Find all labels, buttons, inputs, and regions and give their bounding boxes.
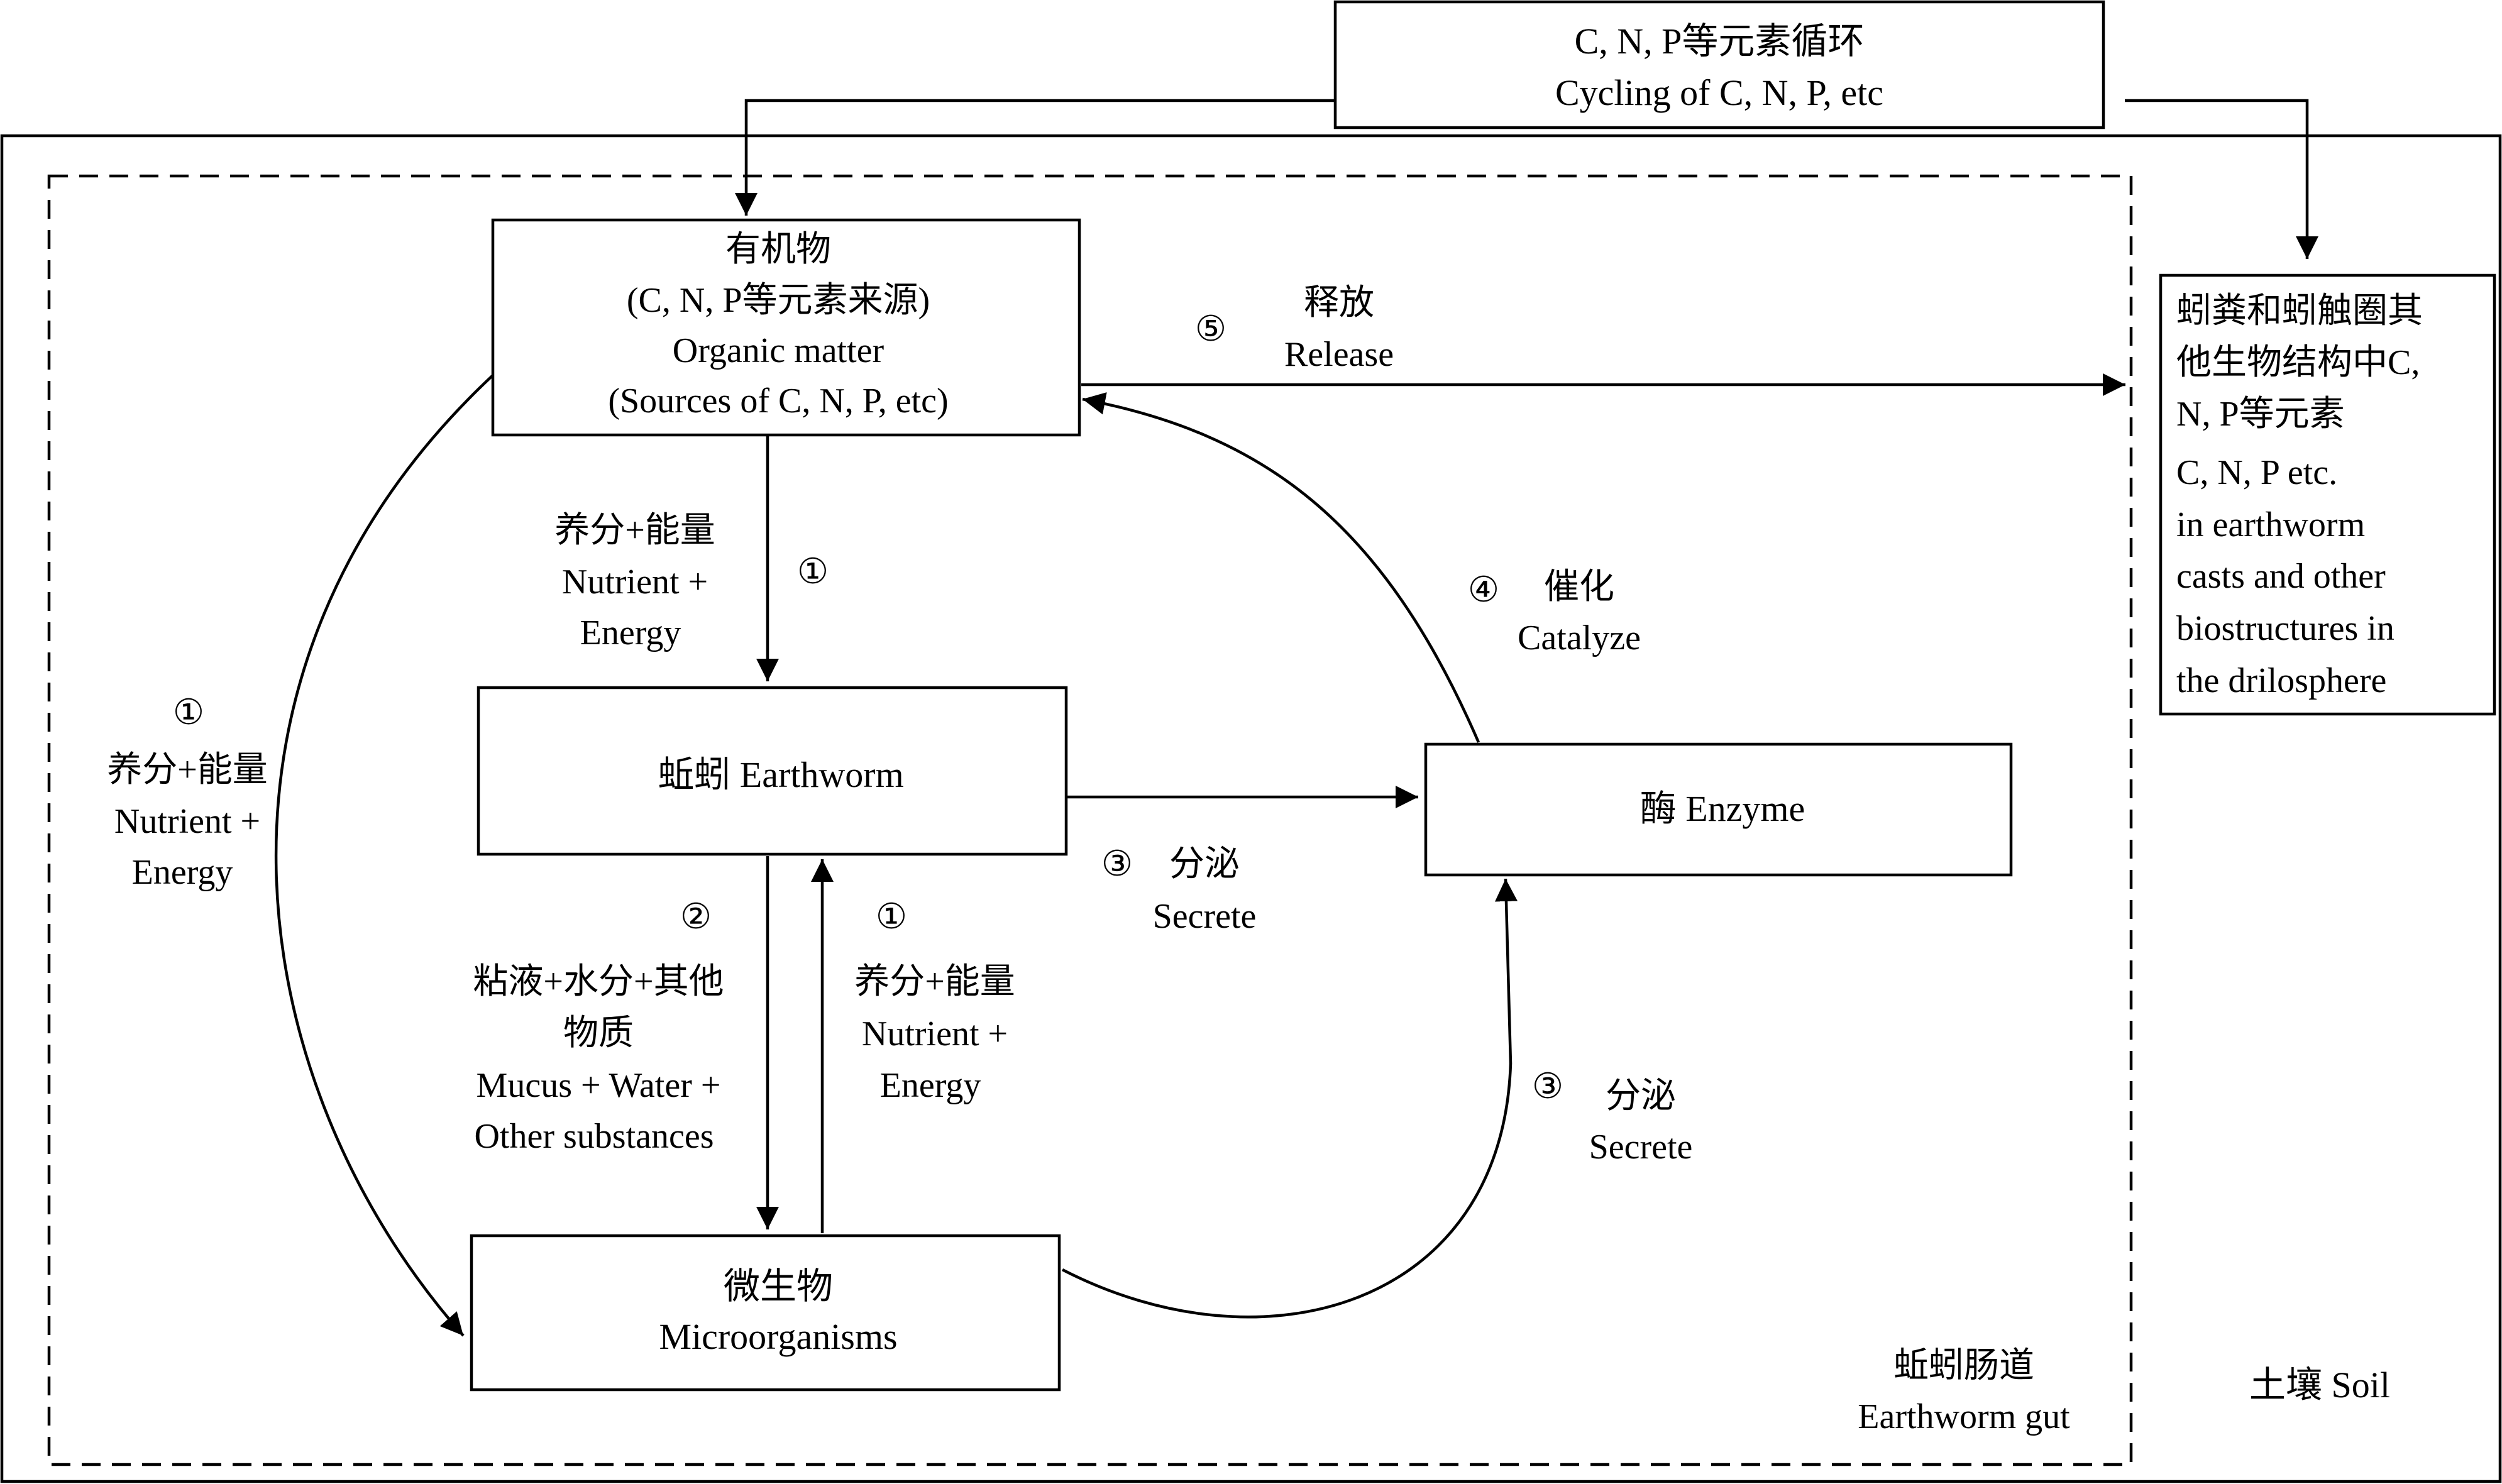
arrow-cycling-to-organic xyxy=(735,99,1335,216)
soil-label: 土壤 Soil xyxy=(2249,1365,2390,1405)
enzyme-label: 酶 Enzyme xyxy=(1640,788,1805,829)
cycling-title-zh: C, N, P等元素循环 xyxy=(1575,21,1865,62)
nutrient-organic-zh: 养分+能量 xyxy=(554,511,715,550)
arrow-microorganisms-to-enzyme xyxy=(1061,878,1518,1319)
microorganisms-box xyxy=(470,1234,1061,1392)
organic-matter-source-en: (Sources of C, N, P, etc) xyxy=(608,382,948,420)
organic-matter-en: Organic matter xyxy=(673,331,885,370)
nutrient-organic-en2: Energy xyxy=(580,613,681,652)
secrete-microbe-en: Secrete xyxy=(1589,1128,1693,1167)
organic-matter-zh: 有机物 xyxy=(725,230,831,269)
drilosphere-line-3: N, P等元素 xyxy=(2176,395,2345,434)
catalyze-en: Catalyze xyxy=(1518,618,1641,657)
nutrient-left-number: ① xyxy=(173,693,204,732)
nutrient-microbe-en1: Nutrient + xyxy=(862,1014,1008,1053)
arrow-cycling-to-drilosphere xyxy=(2125,99,2318,259)
drilosphere-line-6: casts and other xyxy=(2176,557,2386,596)
earthworm-gut-zh: 蚯蚓肠道 xyxy=(1893,1346,2034,1385)
release-en: Release xyxy=(1284,335,1394,374)
soil-frame xyxy=(0,134,2502,1483)
catalyze-zh: 催化 xyxy=(1544,568,1614,607)
microorganisms-zh: 微生物 xyxy=(724,1266,833,1307)
earthworm-gut-en: Earthworm gut xyxy=(1858,1397,2070,1436)
earthworm-label: 蚯蚓 Earthworm xyxy=(658,754,903,795)
drilosphere-line-2: 他生物结构中C, xyxy=(2176,343,2420,382)
drilosphere-box xyxy=(2159,273,2496,716)
mucus-zh1: 粘液+水分+其他 xyxy=(473,962,724,1001)
nutrient-left-zh: 养分+能量 xyxy=(107,750,268,789)
nutrient-microbe-en2: Energy xyxy=(880,1066,981,1105)
microorganisms-en: Microorganisms xyxy=(659,1316,897,1357)
secrete-earthworm-en: Secrete xyxy=(1153,897,1257,936)
release-zh: 释放 xyxy=(1304,283,1374,322)
drilosphere-line-4: C, N, P etc. xyxy=(2176,453,2337,492)
mucus-en2: Other substances xyxy=(474,1117,714,1156)
arrow-organic-to-microorganisms xyxy=(274,375,493,1337)
organic-matter-box xyxy=(491,218,1081,437)
drilosphere-line-1: 蚓粪和蚓触圈其 xyxy=(2176,292,2423,331)
nutrient-left-en2: Energy xyxy=(132,853,233,892)
mucus-en1: Mucus + Water + xyxy=(477,1066,721,1105)
nutrient-microbe-number: ① xyxy=(876,898,907,937)
secrete-earthworm-zh: 分泌 xyxy=(1169,845,1240,884)
cycling-box xyxy=(1333,0,2105,129)
secrete-microbe-zh: 分泌 xyxy=(1606,1077,1676,1116)
nutrient-organic-en1: Nutrient + xyxy=(562,563,708,602)
nutrient-microbe-zh: 养分+能量 xyxy=(854,962,1015,1001)
mucus-number: ② xyxy=(680,898,712,937)
nutrient-organic-number: ① xyxy=(797,552,829,591)
nutrient-left-en1: Nutrient + xyxy=(114,802,260,841)
organic-matter-source-zh: (C, N, P等元素来源) xyxy=(627,281,930,320)
drilosphere-line-8: the drilosphere xyxy=(2176,661,2386,700)
secrete-earthworm-number: ③ xyxy=(1101,845,1133,884)
earthworm-gut-frame xyxy=(47,174,2133,1466)
secrete-microbe-number: ③ xyxy=(1532,1067,1563,1106)
mucus-zh2: 物质 xyxy=(563,1014,634,1053)
cycling-title-en: Cycling of C, N, P, etc xyxy=(1555,72,1883,113)
enzyme-box xyxy=(1424,742,2013,877)
drilosphere-line-5: in earthworm xyxy=(2176,505,2365,544)
release-number: ⑤ xyxy=(1195,310,1226,349)
catalyze-number: ④ xyxy=(1468,571,1499,610)
drilosphere-line-7: biostructures in xyxy=(2176,609,2395,648)
arrow-enzyme-catalyze-organic xyxy=(1082,392,1480,743)
earthworm-box xyxy=(477,686,1068,856)
